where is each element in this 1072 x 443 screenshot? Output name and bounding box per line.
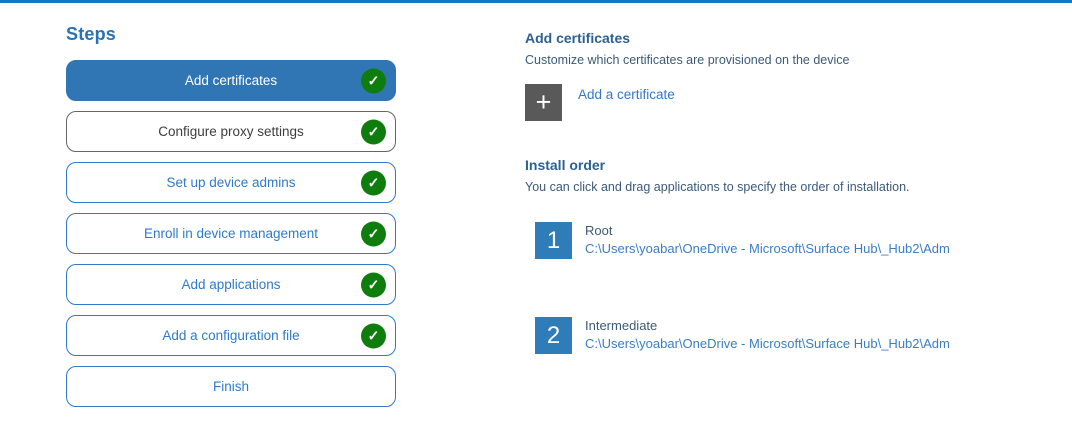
certificate-path: C:\Users\yoabar\OneDrive - Microsoft\Sur… [585,336,950,351]
check-circle-icon: ✓ [361,323,386,348]
install-order-description: You can click and drag applications to s… [525,180,910,194]
step-label: Set up device admins [166,175,296,190]
step-label: Enroll in device management [143,226,319,241]
step-label: Add certificates [184,73,278,88]
step-enroll-in-device-management[interactable]: Enroll in device management ✓ [66,213,396,254]
certificate-name: Root [585,223,613,238]
panel-description: Customize which certificates are provisi… [525,53,850,67]
check-circle-icon: ✓ [361,68,386,93]
step-set-up-device-admins[interactable]: Set up device admins ✓ [66,162,396,203]
panel-heading: Add certificates [525,30,631,46]
certificate-path: C:\Users\yoabar\OneDrive - Microsoft\Sur… [585,241,950,256]
install-order-list: 1 Root C:\Users\yoabar\OneDrive - Micros… [535,222,1070,354]
install-order-section: Install order You can click and drag app… [525,157,1070,354]
install-order-heading: Install order [525,157,606,173]
step-finish[interactable]: Finish [66,366,396,407]
order-number-badge: 1 [535,222,572,259]
top-accent-bar [0,0,1072,3]
check-circle-icon: ✓ [361,221,386,246]
step-label: Configure proxy settings [158,124,304,139]
step-label: Add a configuration file [162,328,300,343]
add-certificate-row: + Add a certificate [525,84,1070,121]
certificate-item-intermediate[interactable]: 2 Intermediate C:\Users\yoabar\OneDrive … [535,317,1070,354]
step-configure-proxy-settings[interactable]: Configure proxy settings ✓ [66,111,396,152]
step-add-applications[interactable]: Add applications ✓ [66,264,396,305]
steps-sidebar: Steps Add certificates ✓ Configure proxy… [66,24,396,417]
certificate-item-text: Intermediate C:\Users\yoabar\OneDrive - … [585,317,950,351]
step-add-certificates[interactable]: Add certificates ✓ [66,60,396,101]
add-certificates-panel: Add certificates Customize which certifi… [525,30,1070,354]
certificate-item-root[interactable]: 1 Root C:\Users\yoabar\OneDrive - Micros… [535,222,1070,259]
add-certificate-button[interactable]: + [525,84,562,121]
check-circle-icon: ✓ [361,170,386,195]
certificate-name: Intermediate [585,318,658,333]
check-circle-icon: ✓ [361,272,386,297]
add-certificate-label: Add a certificate [578,87,675,102]
step-label: Finish [212,379,249,394]
order-number-badge: 2 [535,317,572,354]
plus-icon: + [535,87,552,117]
step-label: Add applications [181,277,281,292]
check-circle-icon: ✓ [361,119,386,144]
step-add-a-configuration-file[interactable]: Add a configuration file ✓ [66,315,396,356]
certificate-item-text: Root C:\Users\yoabar\OneDrive - Microsof… [585,222,950,256]
steps-title: Steps [66,24,117,44]
